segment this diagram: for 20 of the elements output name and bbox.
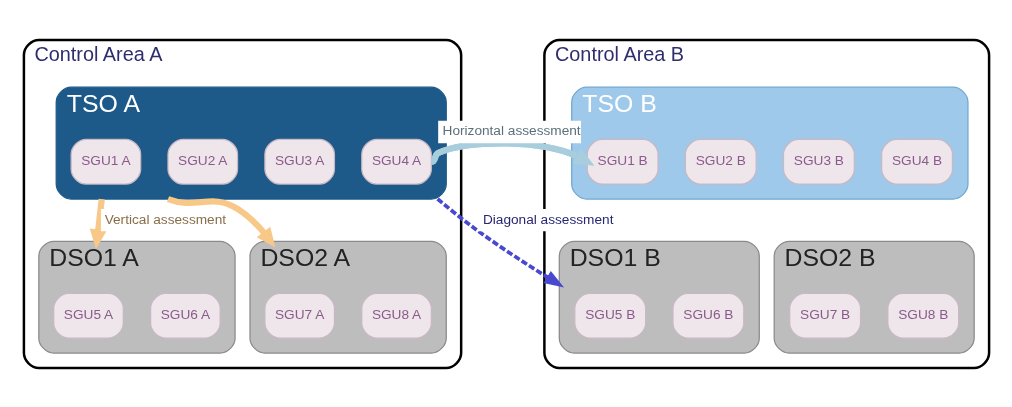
node-box: SGU1 B	[586, 138, 659, 185]
node-box: SGU5 A	[52, 292, 124, 339]
node-box: SGU6 A	[149, 292, 221, 339]
edge-label: Vertical assessment	[104, 211, 226, 227]
node-box: SGU3 A	[263, 138, 335, 185]
node-box: SGU6 B	[671, 292, 744, 339]
arrow	[89, 198, 107, 249]
node-box: SGU2 A	[166, 138, 238, 185]
arrow	[166, 195, 275, 247]
node-box: SGU3 B	[782, 138, 855, 185]
node-box: SGU7 A	[263, 292, 335, 339]
node-box: SGU7 B	[788, 292, 861, 339]
node-box: SGU8 A	[360, 292, 432, 339]
node-box: SGU4 A	[360, 138, 432, 185]
arrow	[435, 197, 564, 287]
node-box: SGU1 A	[70, 138, 141, 185]
node-box: SGU4 B	[880, 138, 953, 185]
node-box: SGU8 B	[886, 292, 959, 339]
node-box: SGU2 B	[684, 138, 757, 185]
node-box: SGU5 B	[573, 292, 646, 339]
